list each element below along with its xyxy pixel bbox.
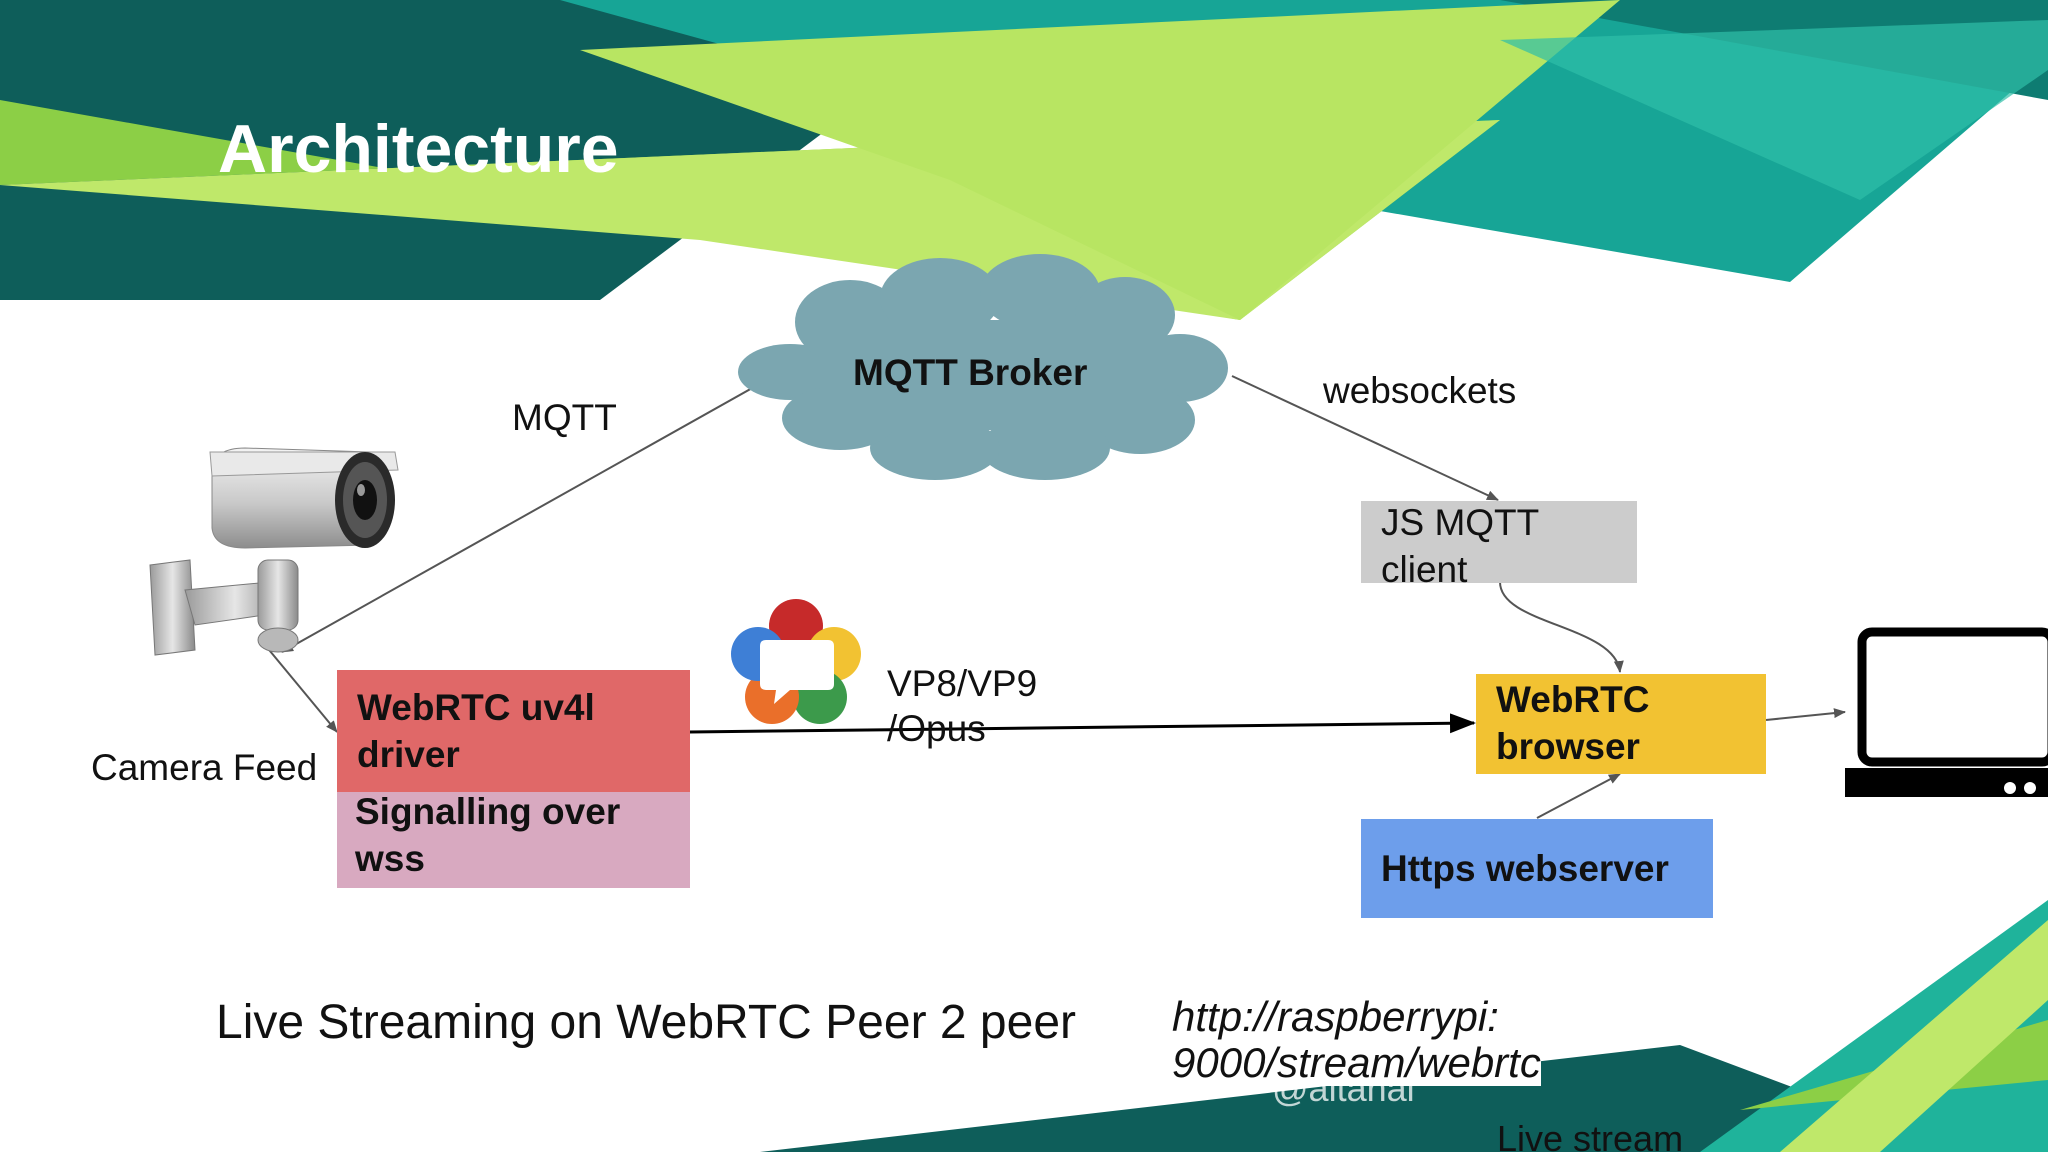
client-to-browser-connector [1499,581,1624,673]
broker-label: MQTT Broker [853,352,1088,393]
webserver-to-browser-connector [1536,773,1621,819]
mqtt-connector [281,377,771,653]
webrtc-browser-box: WebRTC browser [1476,674,1766,774]
uv4l-driver-label: WebRTC uv4l driver [357,687,595,775]
codec-label-line2: /Opus [887,708,986,749]
mqtt-label: MQTT [512,397,617,438]
websockets-label: websockets [1323,370,1517,411]
media-stream-arrow [689,713,1476,734]
uv4l-driver-box: WebRTC uv4l driver [337,670,690,792]
browser-to-laptop-connector [1765,708,1846,721]
js-mqtt-client-label: JS MQTT client [1381,502,1540,590]
live-stream-label: Live stream [1497,1118,1684,1152]
websockets-connector [1231,375,1499,501]
https-webserver-label: Https webserver [1381,848,1669,889]
signalling-label: Signalling over wss [355,791,621,879]
https-webserver-box: Https webserver [1361,819,1713,918]
caption: Live Streaming on WebRTC Peer 2 peer [216,996,1076,1049]
js-mqtt-client-box: JS MQTT client [1361,501,1637,590]
codec-label-line1: VP8/VP9 [887,663,1038,704]
slide-title: Architecture [218,111,619,187]
stream-url: http://raspberrypi: 9000/stream/webrtc [1172,993,1541,1086]
webrtc-browser-label: WebRTC browser [1496,679,1650,767]
camera-feed-label: Camera Feed [91,747,318,788]
camera-feed-connector [264,644,338,733]
signalling-box: Signalling over wss [337,791,690,888]
